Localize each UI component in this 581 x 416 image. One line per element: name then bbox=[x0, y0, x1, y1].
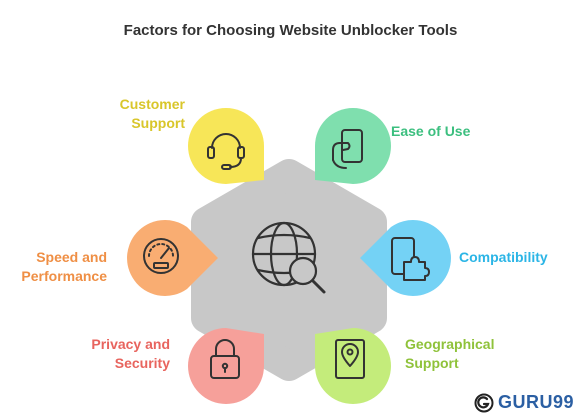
label-line: Performance bbox=[21, 268, 107, 284]
label-speed-performance: Speed and Performance bbox=[4, 248, 107, 286]
petal-geographical-support bbox=[315, 328, 391, 404]
brand-watermark: GURU99 bbox=[474, 391, 578, 413]
label-geographical-support: Geographical Support bbox=[405, 335, 525, 373]
label-line: Ease of Use bbox=[391, 123, 471, 139]
petal-privacy-security bbox=[188, 328, 264, 404]
label-compatibility: Compatibility bbox=[459, 248, 569, 267]
petal-compatibility bbox=[360, 220, 451, 296]
label-customer-support: Customer Support bbox=[82, 95, 185, 133]
padlock-icon bbox=[210, 339, 240, 379]
label-line: Support bbox=[131, 115, 185, 131]
label-privacy-security: Privacy and Security bbox=[60, 335, 170, 373]
headset-icon bbox=[207, 133, 245, 170]
label-line: Security bbox=[114, 355, 170, 371]
diagram-title: Factors for Choosing Website Unblocker T… bbox=[123, 22, 458, 39]
map-pin-icon bbox=[335, 339, 365, 379]
phone-puzzle-icon bbox=[391, 237, 430, 281]
label-ease-of-use: Ease of Use bbox=[391, 122, 511, 141]
label-line: Customer bbox=[119, 96, 185, 112]
phone-hand-icon bbox=[332, 129, 363, 169]
petal-speed-performance bbox=[127, 220, 218, 296]
speedometer-icon bbox=[143, 238, 179, 274]
globe-search-icon bbox=[251, 221, 326, 294]
label-line: Support bbox=[405, 355, 459, 371]
petal-ease-of-use bbox=[315, 108, 391, 184]
label-line: Geographical bbox=[405, 336, 495, 352]
label-line: Speed and bbox=[36, 249, 107, 265]
guru99-logo-icon bbox=[474, 393, 494, 413]
brand-text: GURU99 bbox=[498, 392, 575, 412]
petal-customer-support bbox=[188, 108, 264, 184]
label-line: Compatibility bbox=[459, 249, 548, 265]
label-line: Privacy and bbox=[91, 336, 170, 352]
